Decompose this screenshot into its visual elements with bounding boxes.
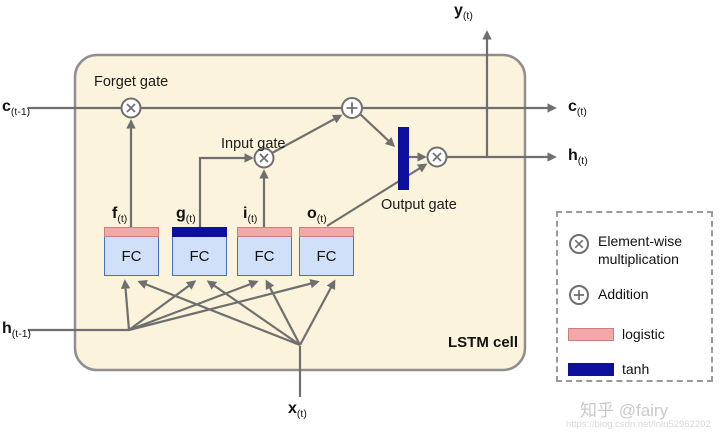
x-fan-i xyxy=(265,279,301,346)
tanh-strip-g xyxy=(172,227,227,237)
legend-row-logistic: logistic xyxy=(568,326,705,344)
fc-block-g: FC xyxy=(172,227,227,276)
o-sub: (t) xyxy=(316,213,327,225)
inputgate-to-add-arrow xyxy=(271,114,343,154)
legend-row-add: Addition xyxy=(568,284,705,306)
legend-multiply-label: Element-wise multiplication xyxy=(598,233,683,267)
x-in-sub: (t) xyxy=(296,408,307,420)
tanh-bar xyxy=(398,127,409,190)
legend-logistic-label: logistic xyxy=(622,326,665,342)
h-fan-f xyxy=(120,279,131,331)
x-fan-o xyxy=(299,279,336,346)
i-base: i xyxy=(243,205,248,222)
legend-tanh-label: tanh xyxy=(622,360,650,377)
g-sub: (t) xyxy=(185,213,196,225)
fc-block-g-label: FC xyxy=(172,237,227,276)
c-branch-to-tanh-arrow xyxy=(359,113,396,147)
h-fan-i xyxy=(128,279,259,332)
legend-box: Element-wise multiplication Addition log… xyxy=(556,211,713,382)
legend-row-multiply: Element-wise multiplication xyxy=(568,233,705,268)
h-fan-o xyxy=(128,279,320,332)
csdn-url-watermark: https://blog.csdn.net/lnlu52962202 xyxy=(566,419,711,430)
connection-arrows xyxy=(28,30,557,397)
lstm-cell-body xyxy=(73,53,527,372)
forget-gate-label: Forget gate xyxy=(94,74,169,90)
i-sub: (t) xyxy=(247,213,258,225)
output-gate-label: Output gate xyxy=(381,197,457,213)
i-label: i(t) xyxy=(243,205,257,225)
h-prev-base: h xyxy=(2,320,12,337)
fc-block-f-label: FC xyxy=(104,237,159,276)
lstm-cell-label: LSTM cell xyxy=(447,334,518,351)
g-label: g(t) xyxy=(176,205,196,225)
x-in-label: x(t) xyxy=(288,400,307,420)
x-in-base: x xyxy=(288,400,297,417)
c-out-base: c xyxy=(568,98,577,115)
legend-add-icon xyxy=(569,285,589,305)
fc-block-i: FC xyxy=(237,227,292,276)
legend-add-label: Addition xyxy=(598,286,649,303)
legend-row-tanh: tanh xyxy=(568,361,705,379)
x-fan-g xyxy=(206,280,301,346)
logistic-swatch xyxy=(568,328,614,342)
h-fan-g xyxy=(128,280,197,331)
logistic-strip-i xyxy=(237,227,292,237)
h-prev-label: h(t-1) xyxy=(2,320,31,340)
f-sub: (t) xyxy=(117,213,128,225)
h-out-base: h xyxy=(568,147,578,164)
y-out-label: y(t) xyxy=(454,2,473,22)
add-icon xyxy=(341,97,363,119)
f-base: f xyxy=(112,205,118,222)
fc-block-i-label: FC xyxy=(237,237,292,276)
g-base: g xyxy=(176,205,186,222)
logistic-strip-o xyxy=(299,227,354,237)
x-fan-f xyxy=(137,280,301,347)
y-out-sub: (t) xyxy=(462,10,473,22)
y-out-base: y xyxy=(454,2,463,19)
input-multiply-icon xyxy=(253,147,275,169)
h-out-sub: (t) xyxy=(577,155,588,167)
fc-block-o: FC xyxy=(299,227,354,276)
forget-multiply-icon xyxy=(120,97,142,119)
fc-block-o-label: FC xyxy=(299,237,354,276)
h-out-label: h(t) xyxy=(568,147,588,167)
c-prev-base: c xyxy=(2,98,11,115)
legend-multiply-icon xyxy=(569,234,589,254)
fc-block-f: FC xyxy=(104,227,159,276)
c-prev-label: c(t-1) xyxy=(2,98,30,118)
g-arrow xyxy=(198,153,254,227)
tanh-swatch xyxy=(568,362,614,376)
f-label: f(t) xyxy=(112,205,127,225)
c-prev-sub: (t-1) xyxy=(10,106,31,118)
output-multiply-icon xyxy=(426,146,448,168)
c-out-sub: (t) xyxy=(576,106,587,118)
zhihu-watermark: 知乎 @fairy xyxy=(580,401,669,420)
input-gate-label: Input gate xyxy=(221,136,286,152)
o-base: o xyxy=(307,205,317,222)
h-prev-sub: (t-1) xyxy=(11,328,32,340)
o-label: o(t) xyxy=(307,205,327,225)
c-out-label: c(t) xyxy=(568,98,587,118)
logistic-strip-f xyxy=(104,227,159,237)
